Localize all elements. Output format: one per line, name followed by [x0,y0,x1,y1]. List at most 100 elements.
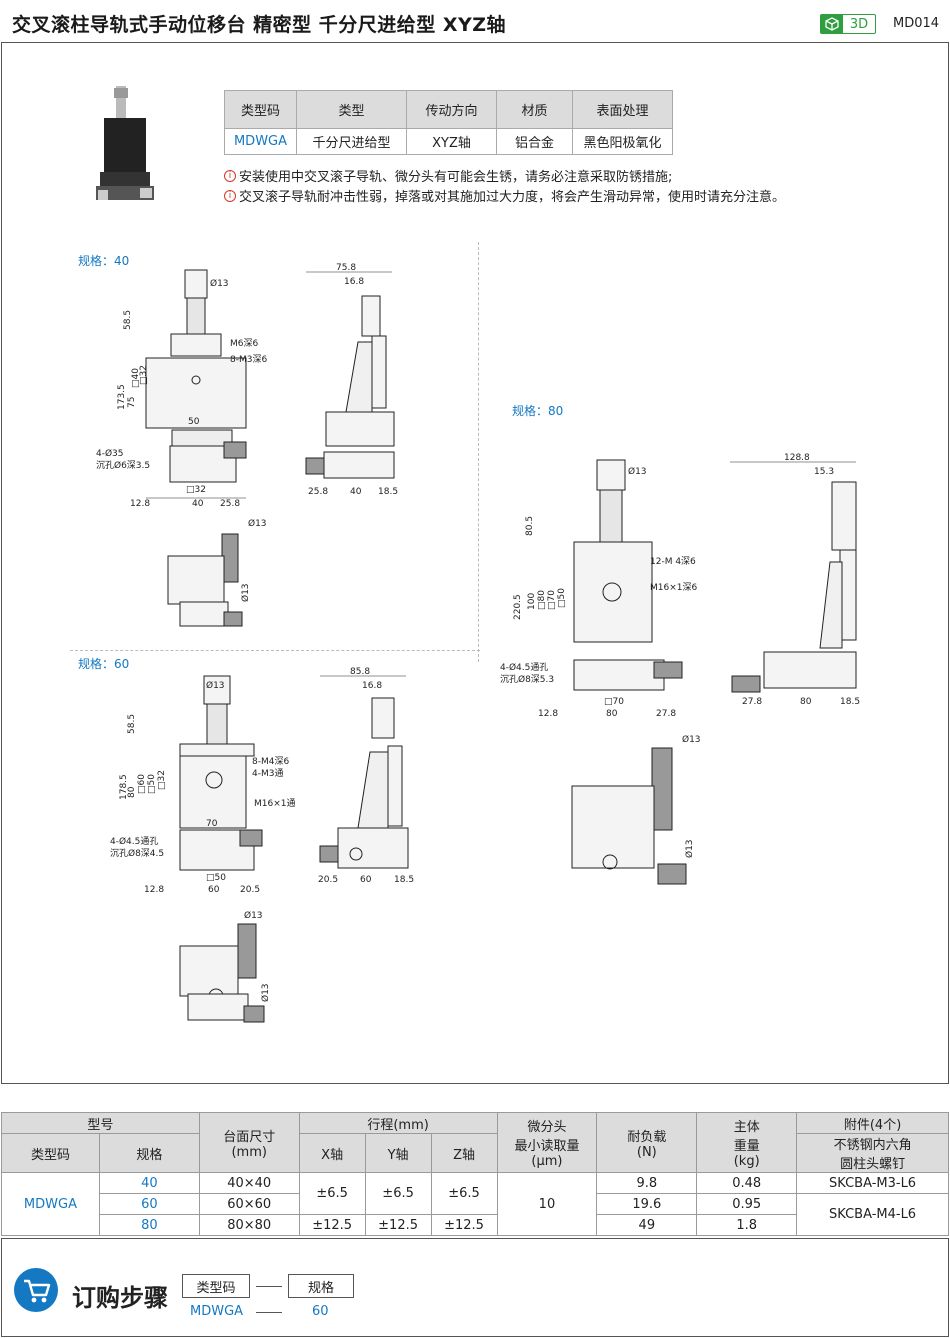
dim: 20.5 [240,885,260,895]
table-size-cell: 60×60 [198,1193,300,1215]
dim: 沉孔Ø6深3.5 [96,460,150,471]
3d-label: 3D [849,16,869,32]
load-cell: 19.6 [596,1193,698,1215]
dim: □50 [147,774,157,794]
dim: 80.5 [525,516,535,536]
type-cell: 千分尺进给型 [296,128,407,155]
connector [256,1312,282,1313]
th-weight: 主体 重量 (kg) [696,1112,798,1173]
weight-cell: 0.48 [696,1172,798,1194]
dim: 75 [127,397,137,408]
dim: Ø13 [684,839,695,858]
surface-cell: 黑色阳极氧化 [572,128,673,155]
divider [70,650,480,651]
dim: Ø13 [260,983,271,1002]
dim: M16×1深6 [650,582,697,593]
dim: 4-M3通 [252,768,283,779]
dim: 沉孔Ø8深4.5 [110,848,164,859]
warning-note: i 交叉滚子导轨耐冲击性弱，掉落或对其施加过大力度，将会产生滑动异常，使用时请充… [224,186,785,205]
dim: Ø13 [628,466,647,477]
warning-note: i 安装使用中交叉滚子导轨、微分头有可能会生锈，请务必注意采取防锈措施; [224,166,672,185]
order-box-type: 类型码 [182,1274,250,1298]
info-header: 表面处理 [572,90,673,129]
divider [478,242,479,662]
dim: 85.8 [350,667,370,677]
dim: 4-Ø4.5通孔 [500,662,548,673]
drawing-80-side: 128.8 15.3 27.8 80 18.5 [730,453,860,707]
th-z: Z轴 [430,1133,498,1173]
stroke-z-cell: ±12.5 [430,1214,498,1236]
th-x: X轴 [298,1133,366,1173]
th-table-size: 台面尺寸 (mm) [198,1112,300,1173]
spec-label-60: 规格：60 [78,657,130,671]
dim: 80 [800,697,812,707]
dim: 8-M4深6 [252,756,289,767]
dim: 178.5 [119,774,129,800]
drawing-40-side: 75.8 16.8 25.8 40 18.5 [305,263,398,497]
drawing-60-top: Ø13 Ø13 [179,910,271,1023]
dim: 75.8 [336,263,356,273]
connector [256,1286,282,1287]
dim: 12.8 [538,709,558,719]
dim: 100 [527,593,537,610]
size-cell: 40 [98,1172,200,1194]
size-cell: 60 [98,1193,200,1215]
dim: □32 [139,365,149,385]
warning-icon: i [224,169,236,182]
product-photo [96,86,154,200]
dim: □70 [547,590,557,610]
stroke-z-cell: ±6.5 [430,1172,498,1215]
order-title: 订购步骤 [72,1284,168,1312]
micro-cell: 10 [496,1172,598,1236]
dim: 220.5 [513,594,523,620]
dim: 58.5 [127,714,137,734]
direction-cell: XYZ轴 [406,128,497,155]
spec-table: 型号 台面尺寸 (mm) 行程(mm) 微分头 最小读取量 (μm) 耐负载 (… [1,1112,949,1236]
type-code-cell: MDWGA [1,1172,100,1236]
th-model: 型号 [1,1112,200,1134]
load-cell: 49 [596,1214,698,1236]
dim: 27.8 [742,697,762,707]
accessory-cell: SKCBA-M4-L6 [796,1193,949,1236]
drawing-60-side: 85.8 16.8 20.5 60 18.5 [318,667,414,885]
dim: 40 [350,487,362,497]
warning-icon: i [224,189,236,202]
dim: Ø13 [248,518,267,529]
weight-cell: 1.8 [696,1214,798,1236]
stroke-x-cell: ±6.5 [298,1172,366,1215]
drawing-60-front: Ø13 58.5 8-M4深6 4-M3通 178.5 80 □60 □50 □… [110,675,296,895]
dim: 20.5 [318,875,338,885]
accessory-cell: SKCBA-M3-L6 [796,1172,949,1194]
note-text: 交叉滚子导轨耐冲击性弱，掉落或对其施加过大力度，将会产生滑动异常，使用时请充分注… [239,190,786,205]
material-cell: 铝合金 [496,128,573,155]
dim: M6深6 [230,338,258,349]
dim: 12.8 [144,885,164,895]
dim: 173.5 [117,384,127,410]
th-stroke: 行程(mm) [298,1112,498,1134]
dim: 80 [127,786,137,798]
dim: 80 [606,709,618,719]
load-cell: 9.8 [596,1172,698,1194]
order-value-type: MDWGA [190,1304,244,1319]
dim: 25.8 [220,499,240,509]
dim: 16.8 [344,277,364,287]
th-accessory-sub: 不锈钢内六角 圆柱头螺钉 [796,1133,949,1173]
cart-icon [14,1268,58,1312]
dim: □60 [137,774,147,794]
spec-label-80: 规格：80 [512,404,564,418]
dim: 58.5 [123,310,133,330]
drawing-80-top: Ø13 Ø13 [571,734,701,885]
dim: □40 [131,368,141,388]
info-header: 材质 [496,90,573,129]
info-header: 传动方向 [406,90,497,129]
th-load: 耐负载 (N) [596,1112,698,1173]
page-title: 交叉滚柱导轨式手动位移台 精密型 千分尺进给型 XYZ轴 [12,14,507,36]
dim: 4-Ø4.5通孔 [110,836,158,847]
stroke-x-cell: ±12.5 [298,1214,366,1236]
3d-badge[interactable]: 3D [820,14,876,34]
stroke-y-cell: ±6.5 [364,1172,432,1215]
dim: 4-Ø35 [96,448,124,459]
size-cell: 80 [98,1214,200,1236]
dim: 12-M 4深6 [650,556,696,567]
table-size-cell: 80×80 [198,1214,300,1236]
